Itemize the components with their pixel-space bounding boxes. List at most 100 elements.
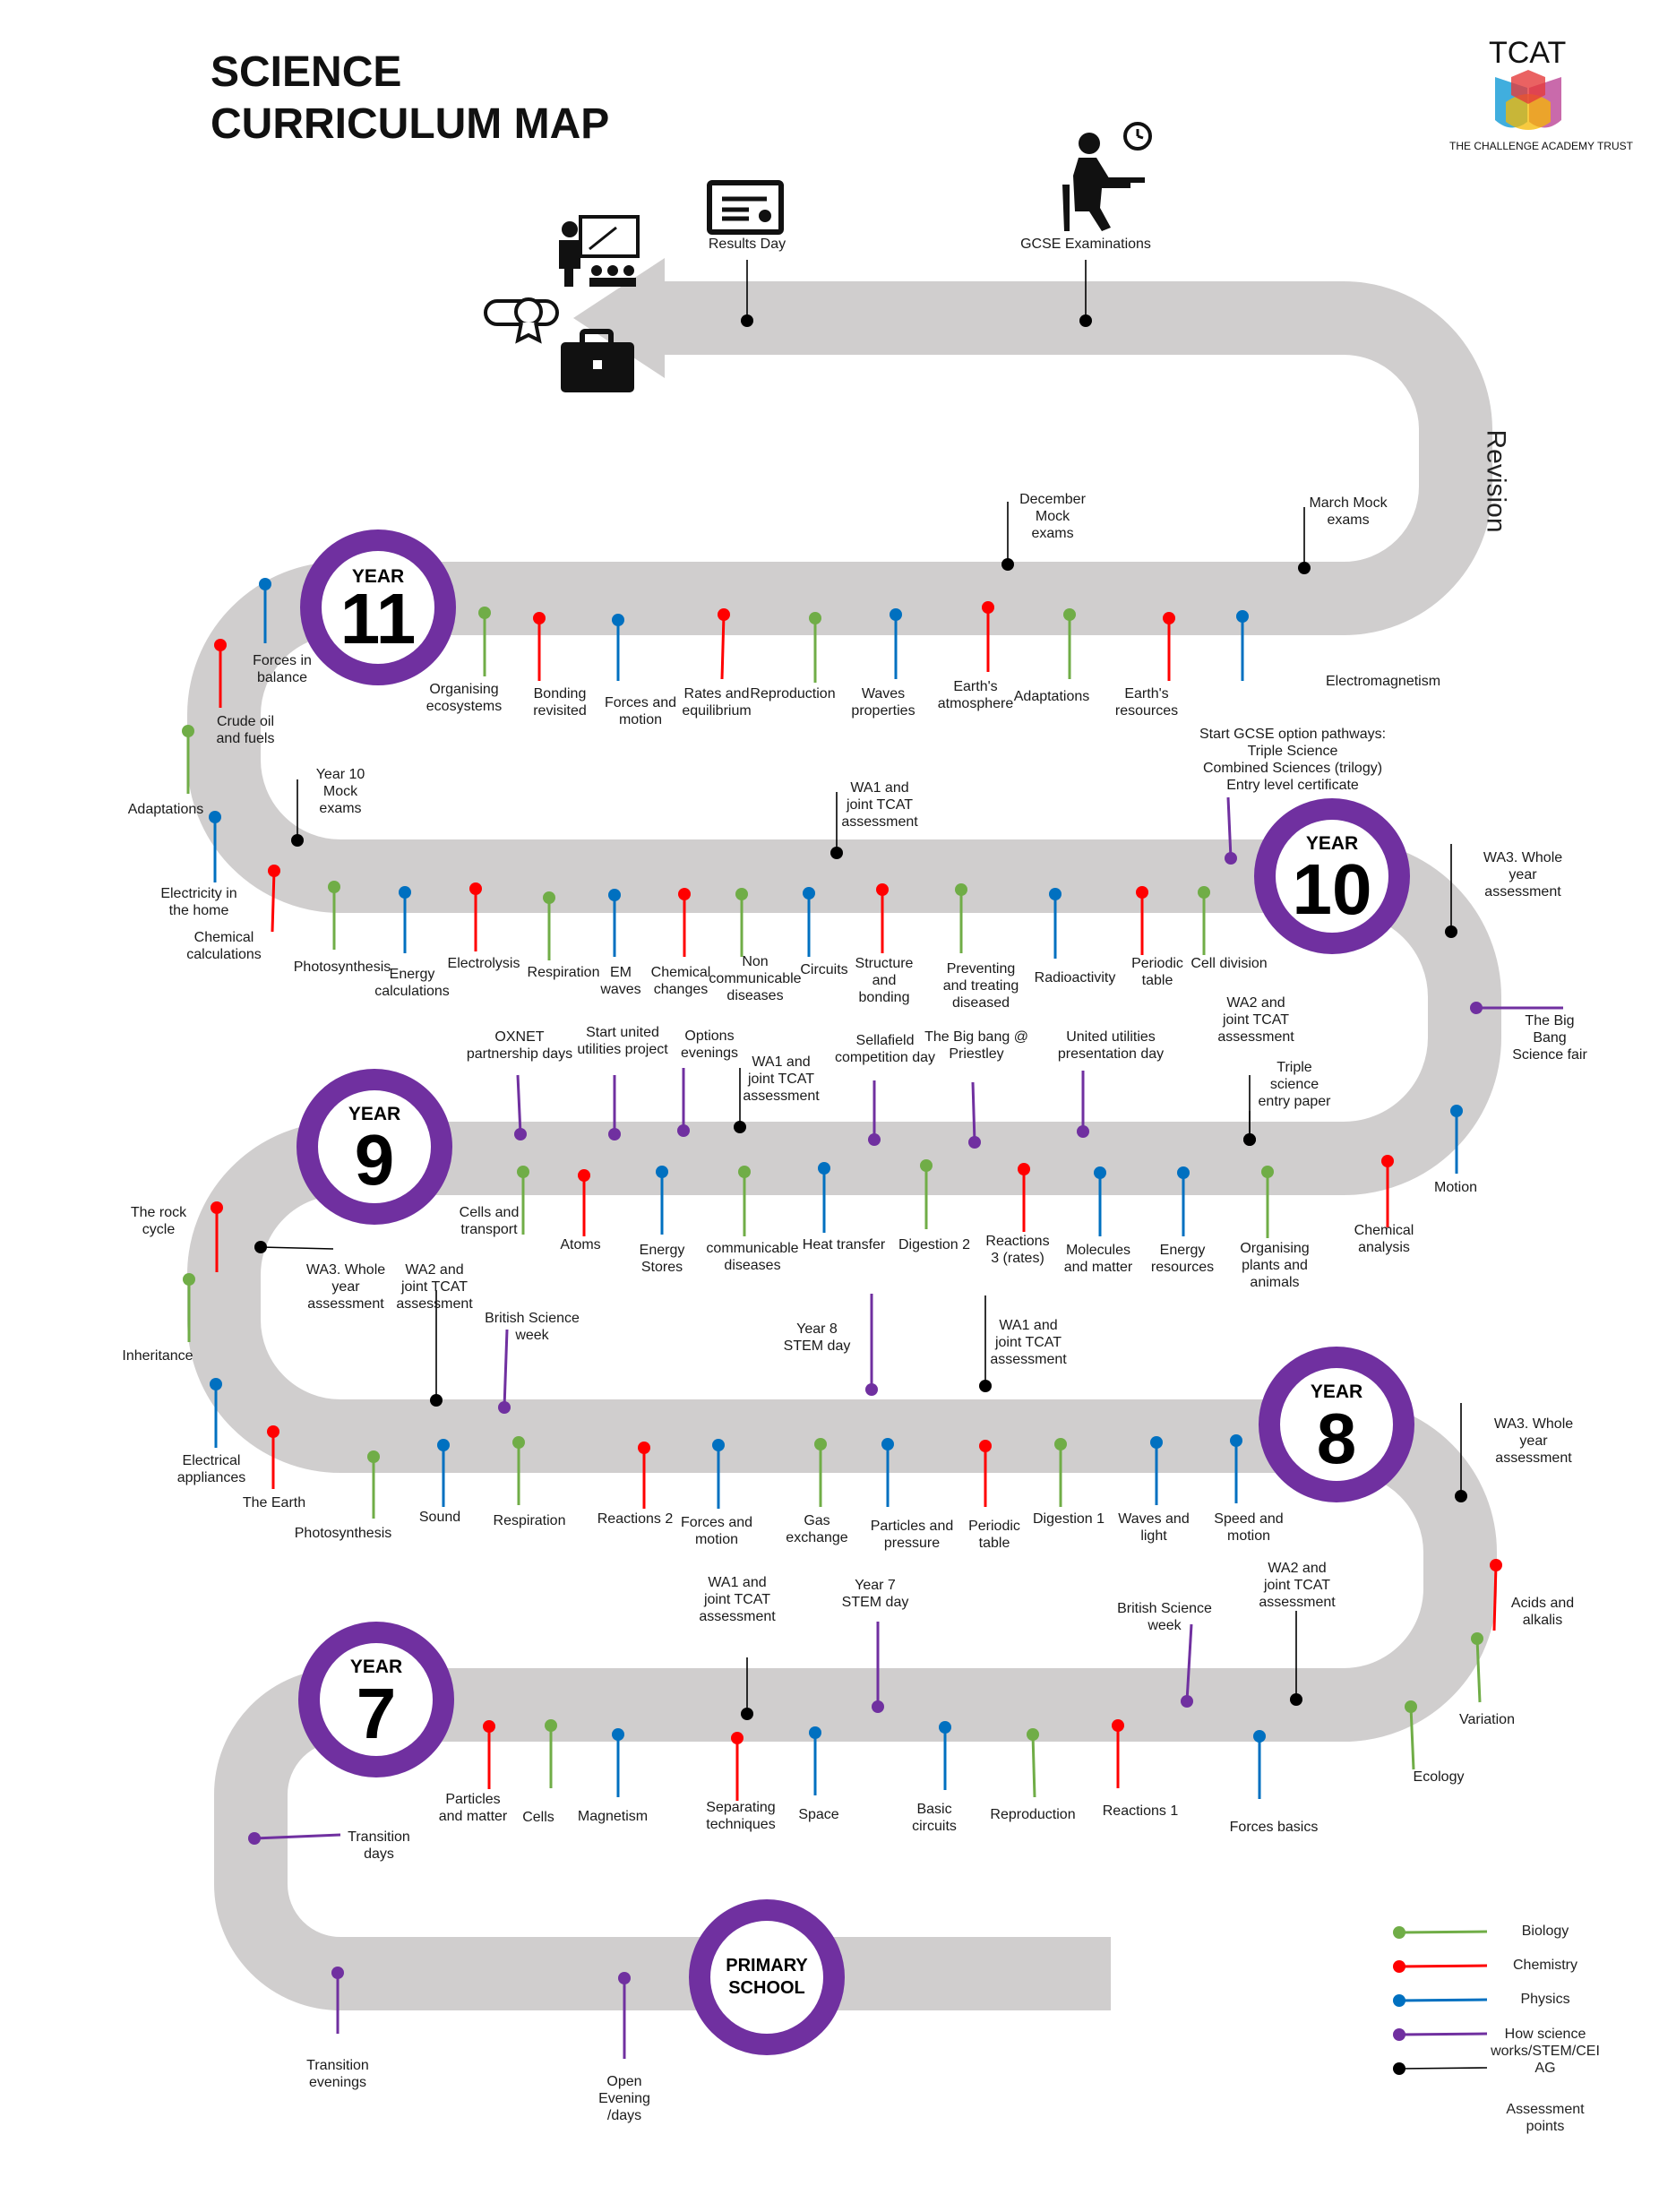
y10-topic-pin-2 xyxy=(399,886,411,953)
y10-topic-label-4: Respiration xyxy=(527,965,600,980)
y10-curve-label-3: Motion xyxy=(1433,1180,1478,1195)
y11-curve-pin-2 xyxy=(214,639,227,708)
y7-above-pin-4 xyxy=(1290,1611,1302,1706)
y10-topic-label-13: Cell division xyxy=(1191,956,1268,971)
y10-topic-pin-13 xyxy=(1198,886,1210,955)
y10-topic-label-1: Photosynthesis xyxy=(293,960,391,975)
y9-above-pin-4 xyxy=(734,1068,746,1133)
y8-topic-pin-2 xyxy=(437,1439,450,1507)
y11-topic-label-8: Adaptations xyxy=(1013,689,1090,704)
legend-swatch-5 xyxy=(1393,2062,1488,2075)
y11-curve-pin-1 xyxy=(259,578,271,643)
y8-topic-pin-1 xyxy=(367,1450,380,1519)
year11-badge: YEAR 11 xyxy=(300,529,456,685)
y8-above-pin-3 xyxy=(865,1294,878,1396)
y10-topic-pin-9 xyxy=(876,883,889,953)
y9-topic-label-6: Digestion 2 xyxy=(898,1237,971,1252)
year9-word: YEAR xyxy=(348,1104,400,1124)
legend-swatch-1 xyxy=(1393,1926,1488,1939)
y9-curve-label-5: The Earth xyxy=(242,1495,306,1511)
y8-topic-label-3: Respiration xyxy=(493,1513,566,1528)
legend-swatch-3 xyxy=(1393,1994,1488,2007)
y11-topic-pin-2 xyxy=(533,612,546,681)
y9-topic-pin-6 xyxy=(920,1159,933,1229)
y11-topic-label-10: Electromagnetism xyxy=(1326,674,1441,689)
page-title: SCIENCE CURRICULUM MAP xyxy=(211,47,609,151)
y8-topic-pin-7 xyxy=(881,1438,894,1507)
primary-school-badge: PRIMARY SCHOOL xyxy=(689,1899,845,2055)
year10-badge: YEAR 10 xyxy=(1254,798,1410,954)
briefcase-icon xyxy=(561,329,634,392)
y8-curve-label-3: Variation xyxy=(1459,1712,1515,1727)
y9-topic-pin-2 xyxy=(578,1169,590,1236)
y10-topic-pin-11 xyxy=(1049,888,1062,959)
primary-line-2: SCHOOL xyxy=(728,1978,805,1998)
y7-above-pin-2 xyxy=(872,1622,884,1713)
year9-badge: YEAR 9 xyxy=(297,1069,452,1225)
y7-curve-pin-1 xyxy=(248,1832,341,1845)
y9-above-pin-5 xyxy=(868,1080,881,1146)
y10-topic-label-11: Radioactivity xyxy=(1034,970,1116,986)
y7-topic-pin-4 xyxy=(731,1732,744,1801)
y8-topic-pin-10 xyxy=(1150,1436,1163,1505)
y9-above-pin-3 xyxy=(677,1068,690,1137)
year11-number: 11 xyxy=(340,579,417,658)
y9-topic-pin-8 xyxy=(1094,1166,1106,1236)
y9-topic-label-2: Atoms xyxy=(560,1237,601,1252)
legend-label-3: Physics xyxy=(1520,1992,1570,2007)
y8-curve-pin-4 xyxy=(1405,1700,1417,1770)
year8-badge: YEAR 8 xyxy=(1259,1347,1414,1502)
y10-topic-pin-7 xyxy=(735,888,748,957)
year10-word: YEAR xyxy=(1306,833,1358,854)
y10-topic-label-8: Circuits xyxy=(800,962,848,977)
y9-topic-label-5: Heat transfer xyxy=(802,1237,886,1252)
title-line-2: CURRICULUM MAP xyxy=(211,100,610,148)
y7-topic-pin-1 xyxy=(483,1720,495,1789)
y10-note-pin-3 xyxy=(1225,796,1237,865)
y7-topic-label-7: Reproduction xyxy=(990,1807,1076,1822)
y9-above-label-6: The Big bang @Priestley xyxy=(924,1029,1028,1062)
y10-topic-pin-8 xyxy=(803,887,815,957)
y8-topic-pin-8 xyxy=(979,1440,992,1507)
y9-topic-pin-10 xyxy=(1261,1166,1274,1238)
y8-topic-pin-5 xyxy=(712,1439,725,1509)
y8-topic-pin-4 xyxy=(638,1442,650,1509)
y9-topic-pin-1 xyxy=(517,1166,529,1235)
year11-word: YEAR xyxy=(352,566,404,587)
logo-subtitle: THE CHALLENGE ACADEMY TRUST xyxy=(1449,140,1633,152)
y7-above-pin-1 xyxy=(741,1657,753,1720)
title-line-1: SCIENCE xyxy=(211,48,402,96)
y7-topic-pin-6 xyxy=(939,1721,951,1790)
y8-curve-label-4: Ecology xyxy=(1413,1769,1465,1785)
y9-above-pin-6 xyxy=(968,1081,981,1149)
legend-swatch-2 xyxy=(1393,1960,1488,1973)
